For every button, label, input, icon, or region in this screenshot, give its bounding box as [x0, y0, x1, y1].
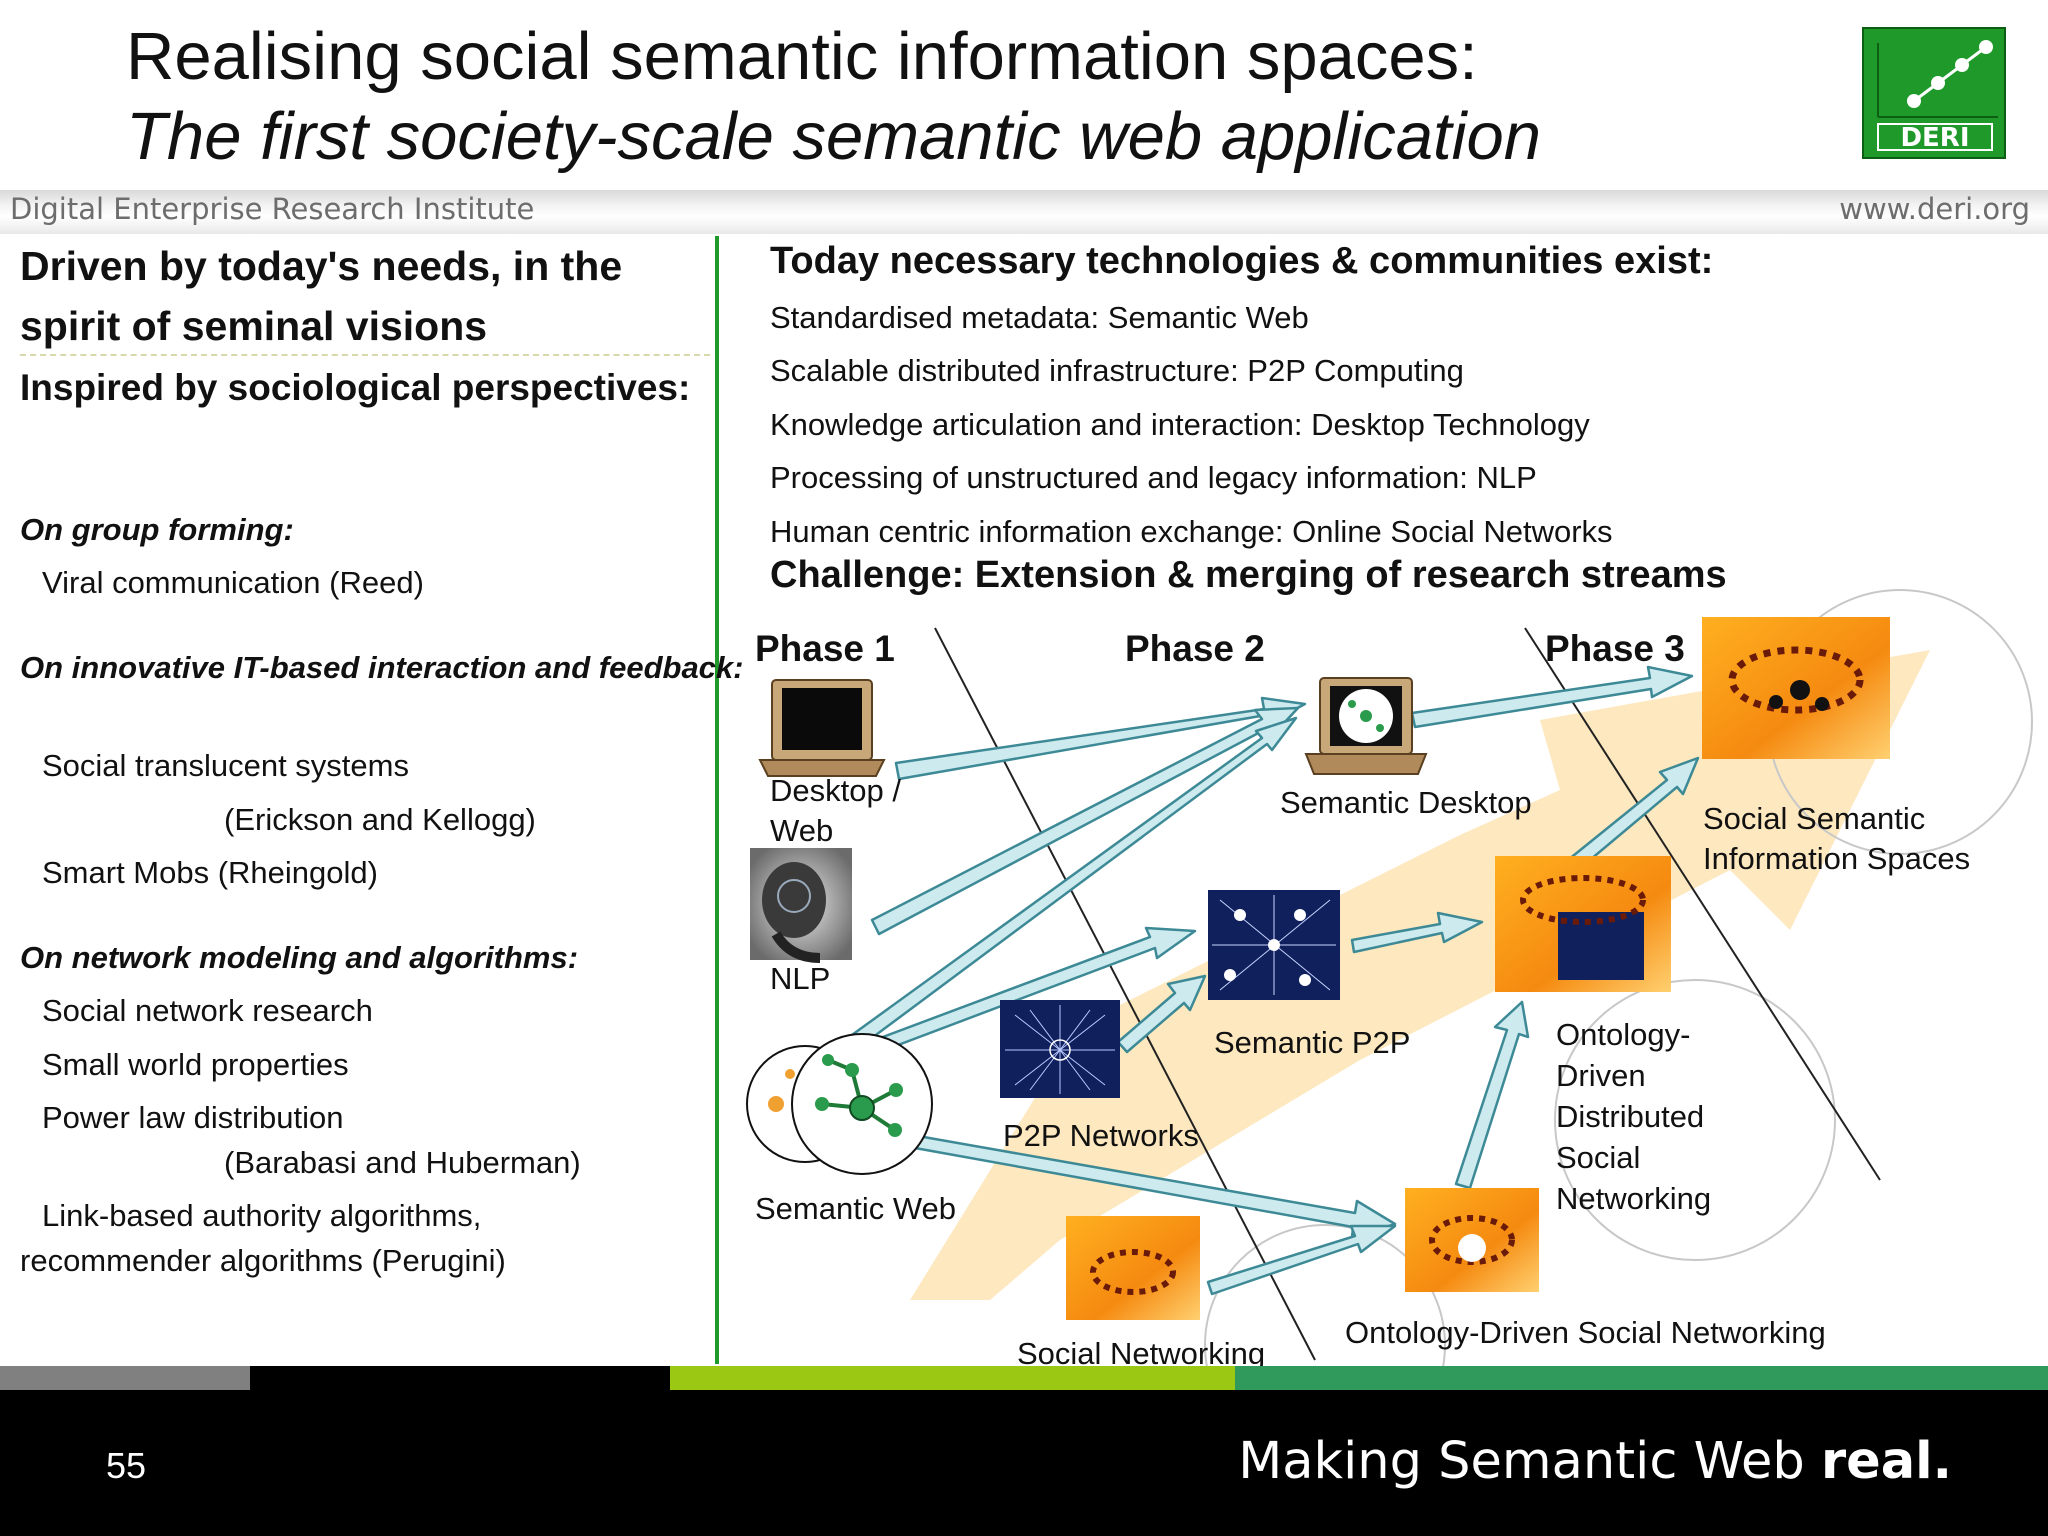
ssis-label: Information Spaces [1703, 841, 1971, 876]
section-title: On group forming: [20, 512, 294, 547]
footer-stripe-gray [0, 1366, 250, 1390]
arrow-semweb-to-semdesktop [843, 716, 1298, 1054]
arrow-sn-to-odsn [1206, 1224, 1397, 1296]
arrow-semdesktop-to-ssis [1410, 665, 1694, 729]
tagline: Making Semantic Web real. [1238, 1432, 1952, 1491]
tech-item: Human centric information exchange: Onli… [770, 514, 1613, 549]
oddsn-label: Ontology- [1556, 1017, 1691, 1052]
arrow-semp2p-to-odd [1350, 911, 1484, 954]
oddsn-label: Distributed [1556, 1099, 1705, 1134]
institute-banner [0, 190, 2048, 234]
tech-item: Scalable distributed infrastructure: P2P… [770, 353, 1464, 388]
oddsn-label: Driven [1556, 1058, 1646, 1093]
semantic-web-icon [746, 1033, 933, 1175]
semantic-web-label: Semantic Web [755, 1191, 957, 1226]
page-number: 55 [106, 1445, 147, 1486]
semantic-desktop-icon [1304, 677, 1428, 775]
desktop-laptop-icon [758, 679, 886, 777]
list-item: Power law distribution [42, 1100, 344, 1135]
phase-separator [1524, 627, 1881, 1181]
arrow-p2pnet-to-semp2p [1116, 974, 1207, 1054]
progress-glow-arrow [910, 650, 1930, 1300]
slide-title-line2: The first society-scale semantic web app… [126, 99, 1542, 174]
column-divider [715, 236, 719, 1364]
footer-stripe-black [250, 1366, 670, 1390]
p2p-network-icon [1000, 1000, 1120, 1098]
list-item: Small world properties [42, 1047, 349, 1082]
nlp-head-icon [750, 848, 852, 963]
arrow-odsn-to-odd [1454, 1000, 1530, 1190]
deri-logo: DERI [1862, 27, 2006, 159]
odsn-icon [1405, 1188, 1539, 1292]
arrow-semweb-to-p2p [846, 926, 1197, 1064]
p2p-networks-label: P2P Networks [1003, 1118, 1199, 1153]
logo-graph-icon: DERI [1877, 40, 1998, 153]
list-item: (Erickson and Kellogg) [224, 802, 536, 837]
desktop-web-label: Web [770, 813, 834, 848]
tech-item: Processing of unstructured and legacy in… [770, 460, 1537, 495]
footer-stripe-green [1235, 1366, 2048, 1390]
left-heading: Driven by today's needs, in the spirit o… [20, 243, 623, 349]
nlp-label: NLP [770, 961, 831, 996]
tech-item: Standardised metadata: Semantic Web [770, 300, 1309, 335]
tech-item: Knowledge articulation and interaction: … [770, 407, 1590, 442]
section-title: On innovative IT-based interaction and f… [20, 650, 744, 685]
list-item: Social network research [42, 993, 373, 1028]
social-networking-label: Social Networking [1017, 1336, 1266, 1371]
svg-text:DERI: DERI [1900, 123, 1969, 153]
section-title: On network modeling and algorithms: [20, 940, 579, 975]
social-networking-icon [1066, 1216, 1200, 1320]
desktop-web-label: Desktop / [770, 773, 901, 808]
list-item: Smart Mobs (Rheingold) [42, 855, 378, 890]
semantic-desktop-label: Semantic Desktop [1280, 785, 1532, 820]
odd-ring [1554, 979, 1836, 1261]
website-url: www.deri.org [1839, 192, 2030, 226]
semantic-p2p-icon [1208, 890, 1340, 1000]
institute-name: Digital Enterprise Research Institute [10, 192, 535, 226]
oddsn-icon [1495, 856, 1671, 992]
footer-stripe-lime [670, 1366, 1235, 1390]
phase-2-label: Phase 2 [1125, 628, 1265, 669]
challenge-heading: Challenge: Extension & merging of resear… [770, 554, 1727, 596]
list-item: (Barabasi and Huberman) [224, 1145, 581, 1180]
list-item: recommender algorithms (Perugini) [20, 1243, 506, 1278]
ssis-label: Social Semantic [1703, 801, 1926, 836]
oddsn-label: Social [1556, 1140, 1641, 1175]
phase-1-label: Phase 1 [755, 628, 895, 669]
list-item: Viral communication (Reed) [42, 565, 424, 600]
footer-bar [0, 1390, 2048, 1536]
phase-3-label: Phase 3 [1545, 628, 1685, 669]
list-item: Social translucent systems [42, 748, 409, 783]
left-subheading: Inspired by sociological perspectives: [20, 367, 691, 408]
semantic-p2p-label: Semantic P2P [1214, 1025, 1411, 1060]
heading-rule [20, 354, 710, 356]
right-heading: Today necessary technologies & communiti… [770, 240, 1714, 282]
odsn-label: Ontology-Driven Social Networking [1345, 1315, 1826, 1350]
ssis-icon [1702, 617, 1890, 759]
list-item: Link-based authority algorithms, [42, 1198, 482, 1233]
slide-title-line1: Realising social semantic information sp… [126, 19, 1478, 94]
oddsn-label: Networking [1556, 1181, 1712, 1216]
